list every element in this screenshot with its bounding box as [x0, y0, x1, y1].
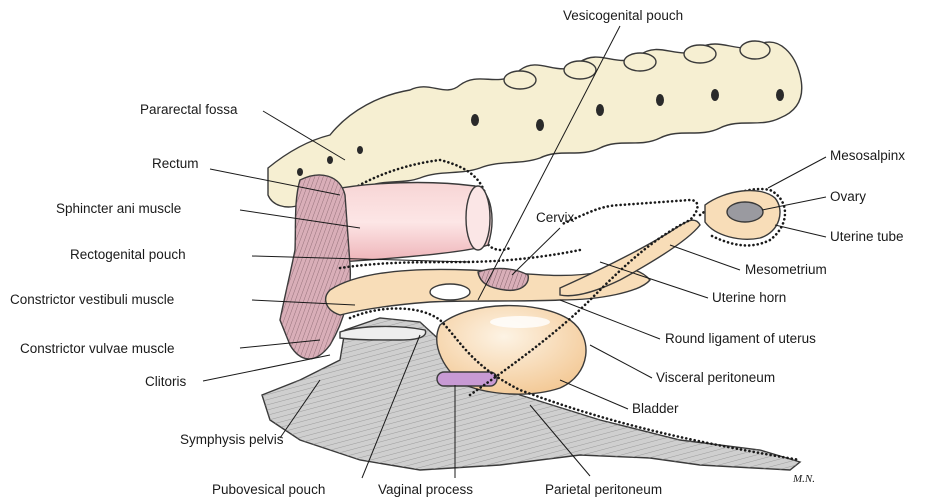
- label-constrictor-vestibuli: Constrictor vestibuli muscle: [10, 292, 174, 307]
- label-visceral-peritoneum: Visceral peritoneum: [656, 370, 775, 385]
- label-uterine-horn: Uterine horn: [712, 290, 786, 305]
- label-mesometrium: Mesometrium: [745, 262, 827, 277]
- label-uterine-tube: Uterine tube: [830, 229, 904, 244]
- label-sphincter-ani: Sphincter ani muscle: [56, 201, 181, 216]
- artist-signature: M.N.: [792, 473, 815, 485]
- ovary-organ: [705, 191, 780, 240]
- label-symphysis-pelvis: Symphysis pelvis: [180, 432, 284, 447]
- label-round-ligament: Round ligament of uterus: [665, 331, 816, 346]
- label-parietal-peritoneum: Parietal peritoneum: [545, 482, 662, 497]
- label-rectogenital-pouch: Rectogenital pouch: [70, 247, 186, 262]
- label-vaginal-process: Vaginal process: [378, 482, 473, 497]
- label-pubovesical-pouch: Pubovesical pouch: [212, 482, 325, 497]
- label-cervix: Cervix: [536, 210, 575, 225]
- label-constrictor-vulvae: Constrictor vulvae muscle: [20, 341, 175, 356]
- rectum-organ: [326, 183, 492, 262]
- label-clitoris: Clitoris: [145, 374, 187, 389]
- clitoris-organ: [340, 326, 426, 340]
- label-ovary: Ovary: [830, 189, 866, 204]
- label-pararectal-fossa: Pararectal fossa: [140, 102, 238, 117]
- label-mesosalpinx: Mesosalpinx: [830, 148, 905, 163]
- vertebral-column: [268, 41, 802, 207]
- vaginal-process-organ: [437, 372, 497, 386]
- label-vesicogenital-pouch: Vesicogenital pouch: [563, 8, 683, 23]
- label-bladder: Bladder: [632, 401, 679, 416]
- label-rectum: Rectum: [152, 156, 199, 171]
- bladder-highlight: [490, 316, 550, 328]
